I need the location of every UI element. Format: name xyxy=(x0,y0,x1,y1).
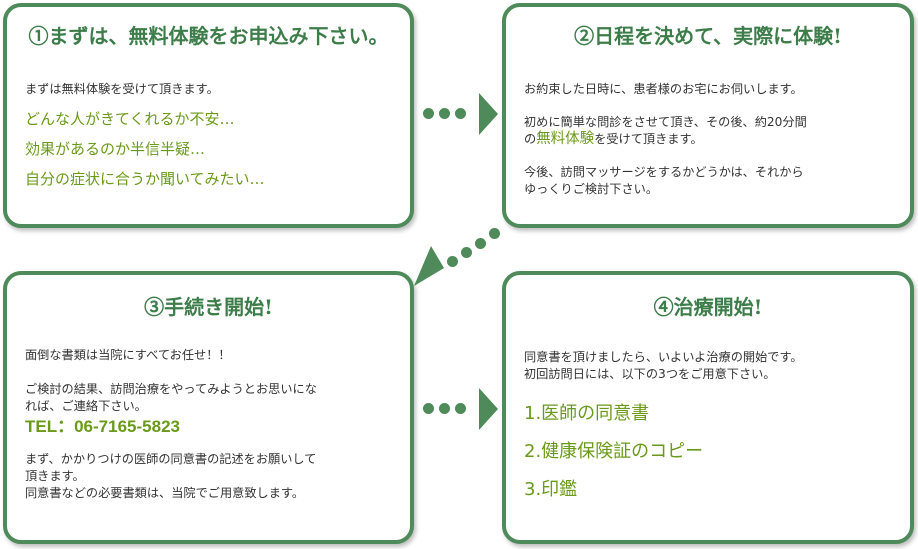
step4-item-1: 1.医師の同意書 xyxy=(524,403,650,424)
step3-title: ③手続き開始! xyxy=(144,295,273,319)
step2-p1: お約束した日時に、患者様のお宅にお伺いします。 xyxy=(524,82,803,96)
step2-title: ②日程を決めて、実際に体験! xyxy=(574,24,842,48)
step4-p1a: 同意書を頂けましたら、いよいよ治療の開始です。 xyxy=(524,350,803,364)
down-left-arrow-icon xyxy=(414,246,444,286)
step1-box: ①まずは、無料体験をお申込み下さい。 まずは無料体験を受けて頂きます。 どんな人… xyxy=(3,3,414,228)
step2-p2a: 初めに簡単な問診をさせて頂き、その後、約20分間 xyxy=(524,115,807,129)
step2-body: お約束した日時に、患者様のお宅にお伺いします。 初めに簡単な問診をさせて頂き、そ… xyxy=(524,81,896,198)
step3-p1: 面倒な書類は当院にすべてお任せ！！ xyxy=(25,348,231,362)
phone-number[interactable]: TEL：06-7165-5823 xyxy=(25,417,180,436)
step1-intro: まずは無料体験を受けて頂きます。 xyxy=(25,82,219,96)
step4-item-2: 2.健康保険証のコピー xyxy=(524,441,704,462)
step3-p3b: 頂きます。 xyxy=(25,469,85,483)
step3-p2b: れば、ご連絡下さい。 xyxy=(25,399,147,413)
step1-item-2: 効果があるのか半信半疑… xyxy=(25,140,206,158)
step4-box: ④治療開始! 同意書を頂けましたら、いよいよ治療の開始です。 初回訪問日には、以… xyxy=(502,271,914,544)
step2-p2b-post: を受けて頂きます。 xyxy=(594,132,703,146)
step4-p1b: 初回訪問日には、以下の3つをご用意下さい。 xyxy=(524,367,776,381)
right-arrow-icon xyxy=(479,388,498,430)
step2-p3a: 今後、訪問マッサージをするかどうかは、それから xyxy=(524,165,804,179)
step1-item-1: どんな人がきてくれるか不安… xyxy=(25,110,235,128)
step4-body: 同意書を頂けましたら、いよいよ治療の開始です。 初回訪問日には、以下の3つをご用… xyxy=(524,349,896,509)
step2-p2b-pre: の xyxy=(524,132,537,146)
step3-p3c: 同意書などの必要書類は、当院でご用意致します。 xyxy=(25,486,305,500)
step1-title: ①まずは、無料体験をお申込み下さい。 xyxy=(28,24,389,48)
free-trial-highlight: 無料体験 xyxy=(536,131,595,147)
step2-box: ②日程を決めて、実際に体験! お約束した日時に、患者様のお宅にお伺いします。 初… xyxy=(502,3,914,228)
step2-p2b: の無料体験を受けて頂きます。 xyxy=(524,131,896,148)
step3-box: ③手続き開始! 面倒な書類は当院にすべてお任せ！！ ご検討の結果、訪問治療をやっ… xyxy=(3,271,414,544)
step3-p2a: ご検討の結果、訪問治療をやってみようとお思いにな xyxy=(25,382,317,396)
step1-body: まずは無料体験を受けて頂きます。 どんな人がきてくれるか不安… 効果があるのか半… xyxy=(25,81,396,194)
step3-p3a: まず、かかりつけの医師の同意書の記述をお願いして xyxy=(25,452,317,466)
right-arrow-icon xyxy=(479,93,498,135)
step4-title: ④治療開始! xyxy=(653,295,763,319)
step1-item-3: 自分の症状に合うか聞いてみたい… xyxy=(25,170,265,188)
step4-item-3: 3.印鑑 xyxy=(524,479,578,500)
step2-p3b: ゆっくりご検討下さい。 xyxy=(524,182,659,196)
step3-body: 面倒な書類は当院にすべてお任せ！！ ご検討の結果、訪問治療をやってみようとお思い… xyxy=(25,347,396,502)
